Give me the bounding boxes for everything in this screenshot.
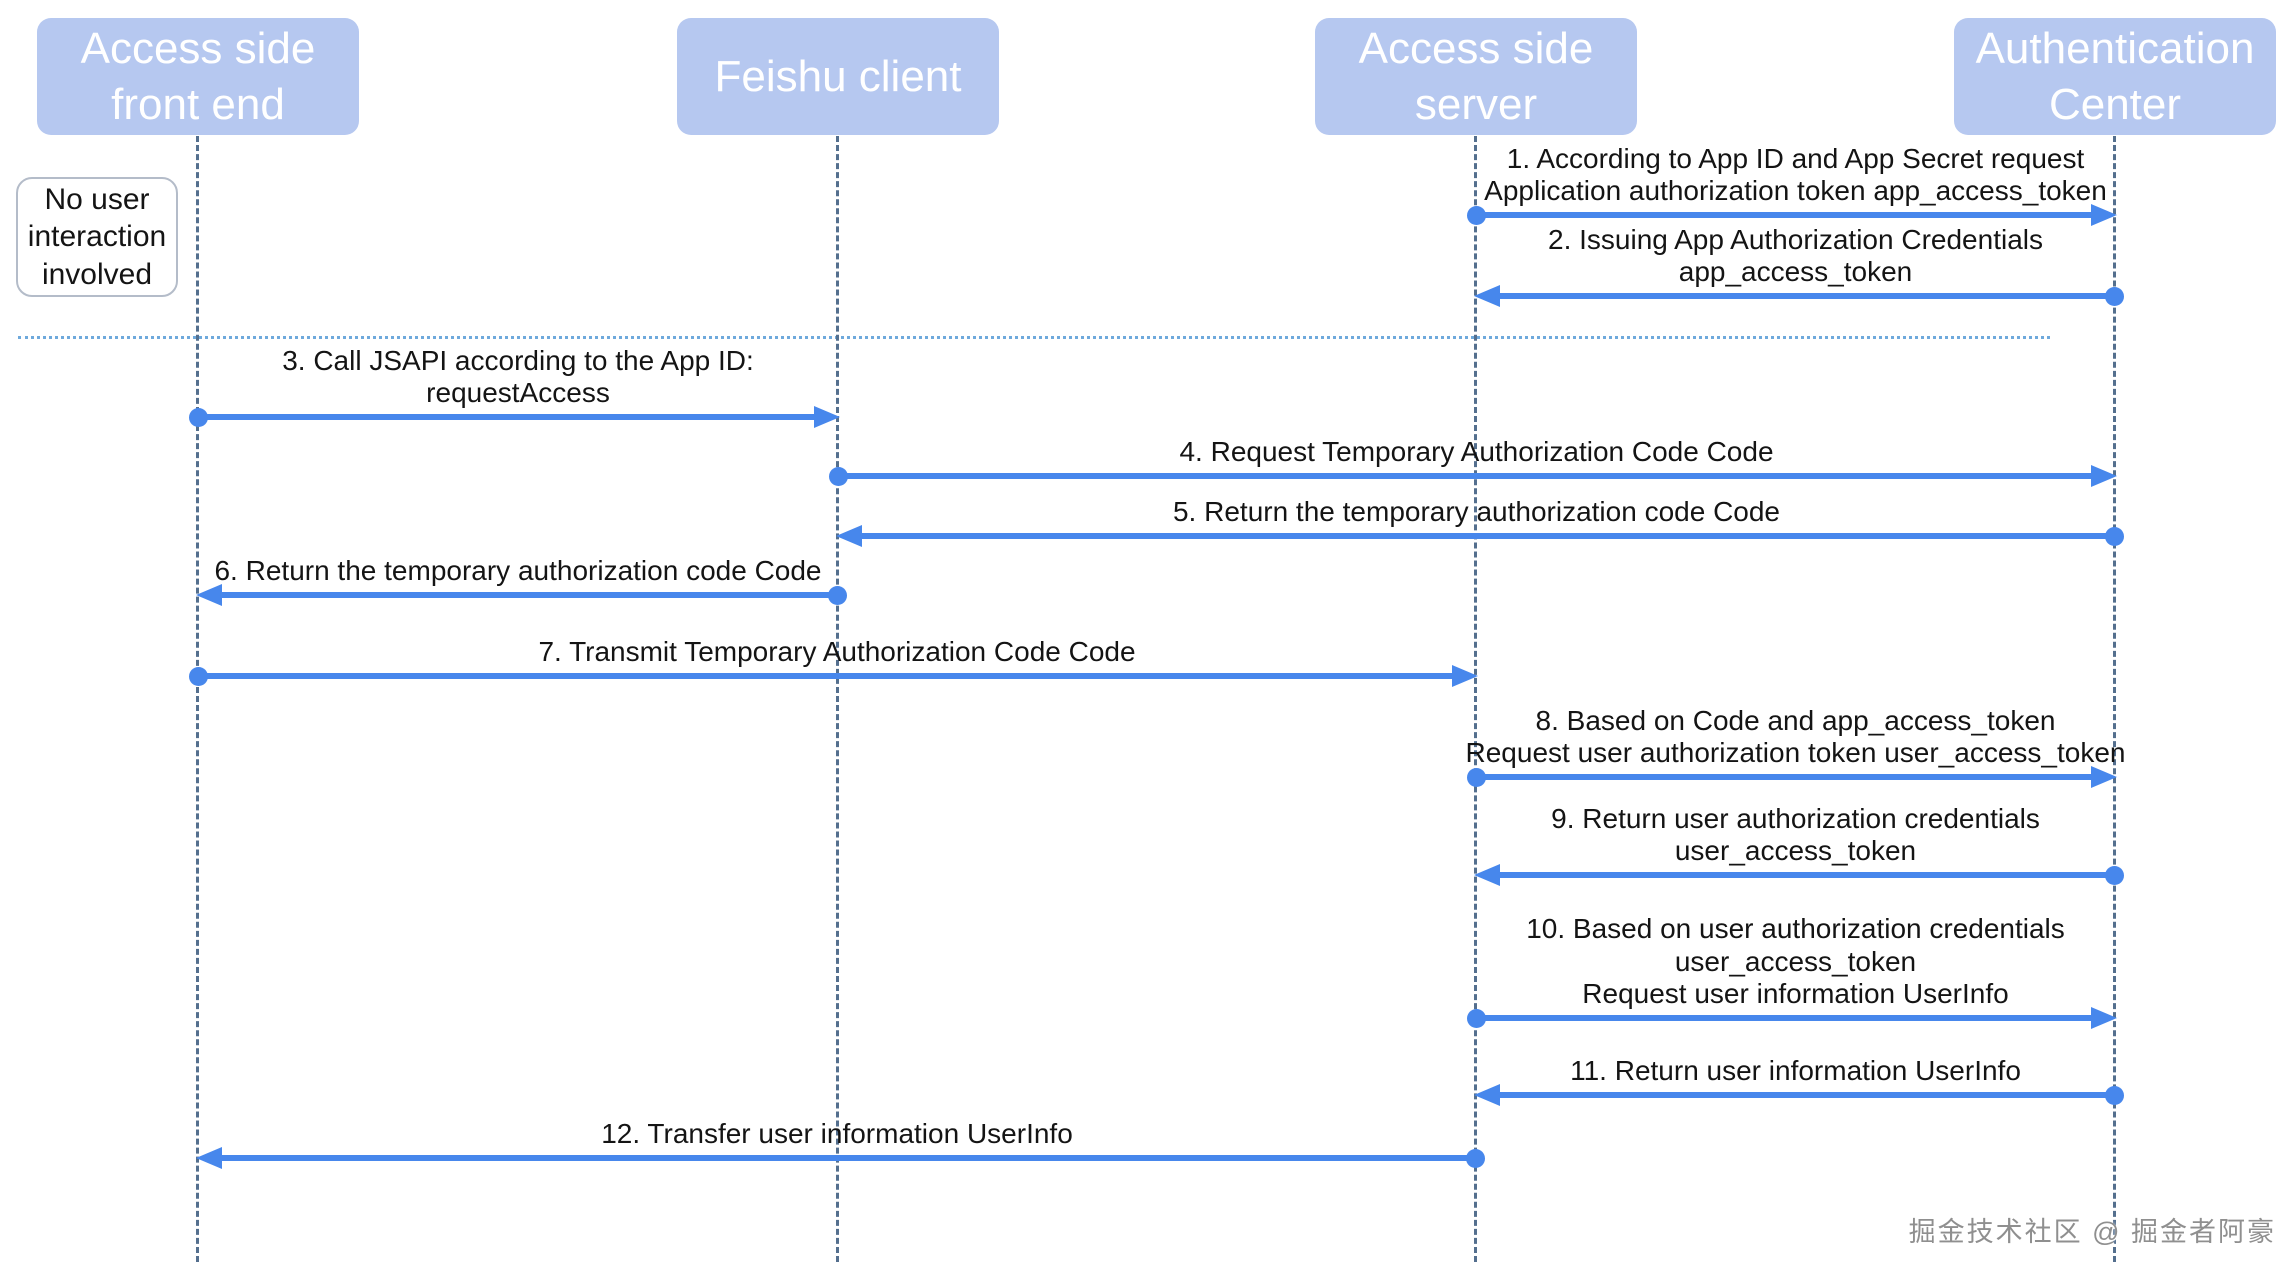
arrow-origin-dot — [1467, 1009, 1486, 1028]
arrowhead-icon — [196, 1147, 222, 1169]
message-3: 3. Call JSAPI according to the App ID: r… — [189, 345, 840, 428]
arrowhead-icon — [814, 406, 840, 428]
phase-separator-line — [18, 336, 2050, 339]
message-label: 10. Based on user authorization credenti… — [1526, 913, 2065, 1009]
arrowhead-icon — [2091, 204, 2117, 226]
watermark-text: 掘金技术社区 @ 掘金者阿豪 — [1908, 1217, 2276, 1247]
note-box: No user interaction involved — [16, 177, 178, 297]
arrow-origin-dot — [2105, 866, 2124, 885]
arrow-origin-dot — [829, 467, 848, 486]
message-label: 6. Return the temporary authorization co… — [214, 554, 822, 586]
arrowhead-icon — [1474, 864, 1500, 886]
message-1: 1. According to App ID and App Secret re… — [1467, 143, 2117, 226]
message-label: 2. Issuing App Authorization Credentials… — [1548, 223, 2043, 287]
arrow-origin-dot — [1467, 206, 1486, 225]
message-label: 8. Based on Code and app_access_token Re… — [1465, 704, 2126, 768]
arrowhead-icon — [1474, 1084, 1500, 1106]
message-8: 8. Based on Code and app_access_token Re… — [1466, 705, 2125, 788]
arrow-line — [198, 673, 1456, 679]
message-label: 5. Return the temporary authorization co… — [1172, 495, 1781, 527]
arrow-origin-dot — [2105, 527, 2124, 546]
arrow-line — [218, 1155, 1476, 1161]
arrowhead-icon — [2091, 766, 2117, 788]
actor-label: Authentication Center — [1975, 24, 2255, 129]
lifeline-server — [1474, 136, 1477, 1262]
arrow-line — [1476, 1015, 2095, 1021]
arrow-origin-dot — [189, 667, 208, 686]
message-10: 10. Based on user authorization credenti… — [1467, 913, 2117, 1029]
message-label: 9. Return user authorization credentials… — [1551, 802, 2040, 866]
actor-label: Access side front end — [80, 24, 316, 129]
arrowhead-icon — [196, 584, 222, 606]
message-4: 4. Request Temporary Authorization Code … — [829, 436, 2117, 487]
arrow-line — [838, 473, 2095, 479]
actor-label: Access side server — [1358, 24, 1594, 129]
lifeline-feishu — [836, 136, 839, 1262]
arrow-line — [1476, 774, 2095, 780]
message-label: 12. Transfer user information UserInfo — [601, 1117, 1073, 1149]
message-7: 7. Transmit Temporary Authorization Code… — [189, 636, 1478, 687]
arrow-origin-dot — [2105, 1086, 2124, 1105]
message-label: 7. Transmit Temporary Authorization Code… — [538, 635, 1136, 667]
message-label: 1. According to App ID and App Secret re… — [1484, 142, 2107, 206]
arrow-origin-dot — [1466, 1149, 1485, 1168]
actor-box-server: Access side server — [1315, 18, 1637, 135]
arrow-line — [1496, 1092, 2115, 1098]
arrowhead-icon — [1452, 665, 1478, 687]
arrowhead-icon — [2091, 1007, 2117, 1029]
message-label: 11. Return user information UserInfo — [1570, 1054, 2021, 1086]
message-5: 5. Return the temporary authorization co… — [836, 496, 2124, 547]
actor-box-auth: Authentication Center — [1954, 18, 2276, 135]
note-text: No user interaction involved — [27, 182, 167, 291]
arrow-line — [1476, 212, 2095, 218]
lifeline-frontend — [196, 136, 199, 1262]
message-11: 11. Return user information UserInfo — [1474, 1055, 2124, 1106]
message-9: 9. Return user authorization credentials… — [1474, 803, 2124, 886]
actor-box-frontend: Access side front end — [37, 18, 359, 135]
arrow-origin-dot — [1467, 768, 1486, 787]
arrow-origin-dot — [189, 408, 208, 427]
actor-box-feishu: Feishu client — [677, 18, 999, 135]
arrow-line — [858, 533, 2115, 539]
message-label: 4. Request Temporary Authorization Code … — [1179, 435, 1774, 467]
arrowhead-icon — [1474, 285, 1500, 307]
message-6: 6. Return the temporary authorization co… — [196, 555, 847, 606]
arrow-origin-dot — [2105, 287, 2124, 306]
arrow-line — [218, 592, 838, 598]
arrowhead-icon — [836, 525, 862, 547]
arrowhead-icon — [2091, 465, 2117, 487]
arrow-line — [198, 414, 818, 420]
message-12: 12. Transfer user information UserInfo — [196, 1118, 1485, 1169]
actor-label: Feishu client — [714, 51, 962, 101]
arrow-line — [1496, 872, 2115, 878]
arrow-line — [1496, 293, 2115, 299]
message-2: 2. Issuing App Authorization Credentials… — [1474, 224, 2124, 307]
message-label: 3. Call JSAPI according to the App ID: r… — [282, 344, 754, 408]
lifeline-auth — [2113, 136, 2116, 1262]
arrow-origin-dot — [828, 586, 847, 605]
